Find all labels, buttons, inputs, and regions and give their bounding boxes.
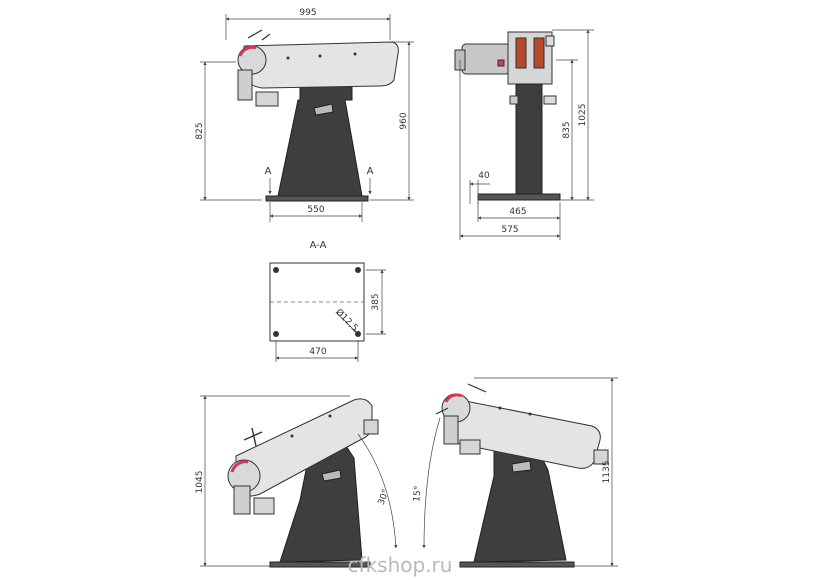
front-housing	[243, 41, 399, 89]
side-column	[515, 83, 543, 195]
section-mark-right: A	[367, 166, 374, 177]
side-base-inner-dim: 465	[509, 207, 526, 217]
front-stand	[277, 79, 363, 197]
section-width-dim: 470	[309, 347, 326, 357]
tilt-left-angle: 30°	[377, 488, 392, 506]
mount-hole	[355, 267, 361, 273]
side-view: 1025 835 40 465 575	[454, 29, 594, 240]
tilt-right-view: 1135 15°	[412, 377, 618, 568]
section-title: A-A	[310, 240, 327, 251]
side-motor	[461, 43, 511, 75]
front-view: 995 960 825 550 A A	[195, 8, 414, 222]
tilt-right-height-dim: 1135	[602, 461, 612, 484]
side-height-dim: 1025	[578, 104, 588, 127]
mount-hole	[355, 331, 361, 337]
tilt-left-view: 1045 30°	[195, 395, 398, 568]
side-belt-head	[507, 31, 553, 85]
mount-hole	[273, 331, 279, 337]
tilt-right-angle: 15°	[412, 485, 423, 502]
mount-hole	[273, 267, 279, 273]
section-mark-left: A	[265, 166, 272, 177]
front-base	[265, 195, 369, 202]
side-base-outer-dim: 575	[501, 225, 518, 235]
front-base-dim: 550	[307, 205, 324, 215]
section-depth-dim: 385	[371, 293, 381, 310]
front-accent-arc	[238, 45, 257, 57]
section-view: A-A Ø12,5 385 470	[269, 240, 386, 362]
side-offset-dim: 40	[478, 171, 490, 181]
front-height-dim: 960	[399, 112, 409, 129]
watermark: cfkshop.ru	[348, 553, 453, 577]
front-handle	[313, 103, 334, 116]
tilt-left-height-dim: 1045	[195, 471, 205, 494]
tilt-left-stand	[279, 445, 363, 563]
side-base	[477, 193, 561, 201]
front-table-height-dim: 825	[195, 122, 205, 139]
side-table-height-dim: 835	[562, 121, 572, 138]
front-width-dim: 995	[299, 8, 316, 18]
